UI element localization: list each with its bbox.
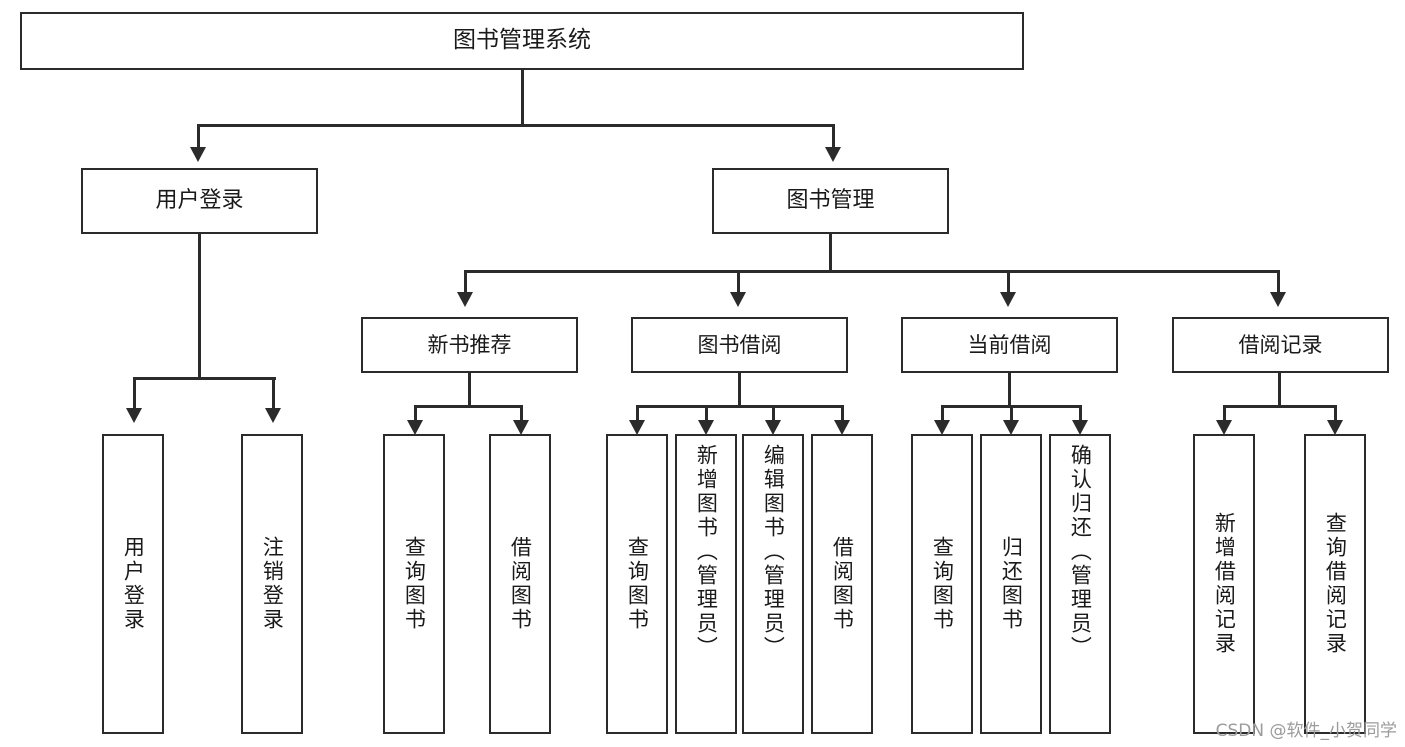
connector-user-login-bus: [133, 377, 276, 380]
node-label: 归还图书: [999, 536, 1024, 632]
csdn-watermark: CSDN @软件_小贺同学: [1215, 721, 1397, 741]
connector-to-book-management: [832, 124, 835, 149]
node-label: 图书管理: [786, 188, 875, 214]
arrowhead-leaf-add-record: [1216, 420, 1232, 435]
connector-to-current-borrow: [1007, 270, 1010, 294]
node-label: 借阅记录: [1238, 332, 1323, 357]
leaf-query-record[interactable]: 查询借阅记录: [1304, 434, 1366, 734]
connector-to-new-book-recommend: [464, 270, 467, 294]
arrowhead-borrow-record: [1270, 292, 1286, 307]
connector-user-login-drop-1: [133, 377, 136, 410]
node-label: 借阅图书: [830, 536, 855, 632]
leaf-confirm-return[interactable]: 确认归还（管理员）: [1049, 434, 1111, 734]
connector-to-borrow-record: [1277, 270, 1280, 294]
node-borrow-record[interactable]: 借阅记录: [1172, 317, 1389, 373]
node-label: 查询借阅记录: [1323, 512, 1348, 656]
leaf-edit-book[interactable]: 编辑图书（管理员）: [742, 434, 804, 734]
node-root-system[interactable]: 图书管理系统: [20, 12, 1024, 70]
connector-borrow-record-bus: [1223, 405, 1336, 408]
leaf-query-book-new[interactable]: 查询图书: [383, 434, 445, 734]
node-label: 确认归还（管理员）: [1068, 444, 1093, 660]
arrowhead-book-borrow: [730, 292, 746, 307]
arrowhead-leaf-return-book: [1003, 420, 1019, 435]
arrowhead-leaf-user-login: [126, 408, 142, 423]
connector-current-borrow-drop-3: [1079, 405, 1082, 422]
connector-user-login-drop-2: [272, 377, 275, 410]
connector-book-borrow-drop-1: [636, 405, 639, 422]
leaf-add-record[interactable]: 新增借阅记录: [1193, 434, 1255, 734]
connector-level3-bus: [464, 270, 1280, 273]
connector-borrow-record-stem: [1278, 373, 1281, 407]
node-label: 查询图书: [402, 536, 427, 632]
leaf-query-book-borrow[interactable]: 查询图书: [606, 434, 668, 734]
leaf-return-book[interactable]: 归还图书: [980, 434, 1042, 734]
arrowhead-leaf-add-book: [698, 420, 714, 435]
arrowhead-leaf-borrow-book-2: [834, 420, 850, 435]
node-user-login[interactable]: 用户登录: [81, 168, 318, 234]
leaf-logout-login[interactable]: 注销登录: [241, 434, 303, 734]
arrowhead-leaf-confirm-return: [1072, 420, 1088, 435]
arrowhead-leaf-edit-book: [765, 420, 781, 435]
arrowhead-leaf-logout-login: [265, 408, 281, 423]
arrowhead-user-login: [190, 147, 206, 162]
node-label: 当前借阅: [967, 332, 1052, 357]
arrowhead-leaf-query-record: [1327, 420, 1343, 435]
connector-book-borrow-drop-3: [772, 405, 775, 422]
node-label: 查询图书: [930, 536, 955, 632]
node-label: 新增图书（管理员）: [694, 444, 719, 660]
connector-book-borrow-stem: [738, 373, 741, 407]
arrowhead-leaf-query-book-2: [629, 420, 645, 435]
connector-new-book-drop-1: [414, 405, 417, 422]
node-label: 图书借阅: [697, 332, 782, 357]
connector-book-borrow-drop-4: [841, 405, 844, 422]
node-label: 新书推荐: [427, 332, 512, 357]
arrowhead-leaf-query-book-3: [934, 420, 950, 435]
arrowhead-leaf-query-book-1: [407, 420, 423, 435]
node-label: 借阅图书: [508, 536, 533, 632]
connector-book-management-stem: [829, 234, 832, 272]
arrowhead-new-book-recommend: [457, 292, 473, 307]
connector-book-borrow-drop-2: [705, 405, 708, 422]
node-label: 新增借阅记录: [1212, 512, 1237, 656]
node-book-management[interactable]: 图书管理: [712, 168, 949, 234]
connector-user-login-stem: [198, 234, 201, 379]
leaf-user-login[interactable]: 用户登录: [102, 434, 164, 734]
connector-book-borrow-bus: [636, 405, 843, 408]
node-current-borrow[interactable]: 当前借阅: [901, 317, 1118, 373]
connector-to-user-login: [197, 124, 200, 149]
leaf-query-book-current[interactable]: 查询图书: [911, 434, 973, 734]
node-label: 编辑图书（管理员）: [761, 444, 786, 660]
connector-root-stem: [521, 70, 524, 124]
connector-new-book-drop-2: [520, 405, 523, 422]
connector-current-borrow-stem: [1008, 373, 1011, 407]
node-label: 图书管理系统: [453, 27, 591, 54]
connector-root-bus: [197, 124, 834, 127]
connector-new-book-stem: [468, 373, 471, 407]
node-book-borrow[interactable]: 图书借阅: [631, 317, 848, 373]
connector-borrow-record-drop-2: [1334, 405, 1337, 422]
arrowhead-current-borrow: [1000, 292, 1016, 307]
arrowhead-leaf-borrow-book-1: [513, 420, 529, 435]
node-label: 查询图书: [625, 536, 650, 632]
node-label: 注销登录: [260, 536, 285, 632]
connector-borrow-record-drop-1: [1223, 405, 1226, 422]
connector-new-book-bus: [414, 405, 522, 408]
leaf-add-book[interactable]: 新增图书（管理员）: [675, 434, 737, 734]
node-label: 用户登录: [155, 188, 244, 214]
connector-current-borrow-drop-2: [1010, 405, 1013, 422]
arrowhead-book-management: [825, 147, 841, 162]
leaf-borrow-book-new[interactable]: 借阅图书: [489, 434, 551, 734]
connector-current-borrow-drop-1: [941, 405, 944, 422]
leaf-borrow-book-borrow[interactable]: 借阅图书: [811, 434, 873, 734]
connector-to-book-borrow: [737, 270, 740, 294]
node-new-book-recommend[interactable]: 新书推荐: [361, 317, 578, 373]
node-label: 用户登录: [121, 536, 146, 632]
